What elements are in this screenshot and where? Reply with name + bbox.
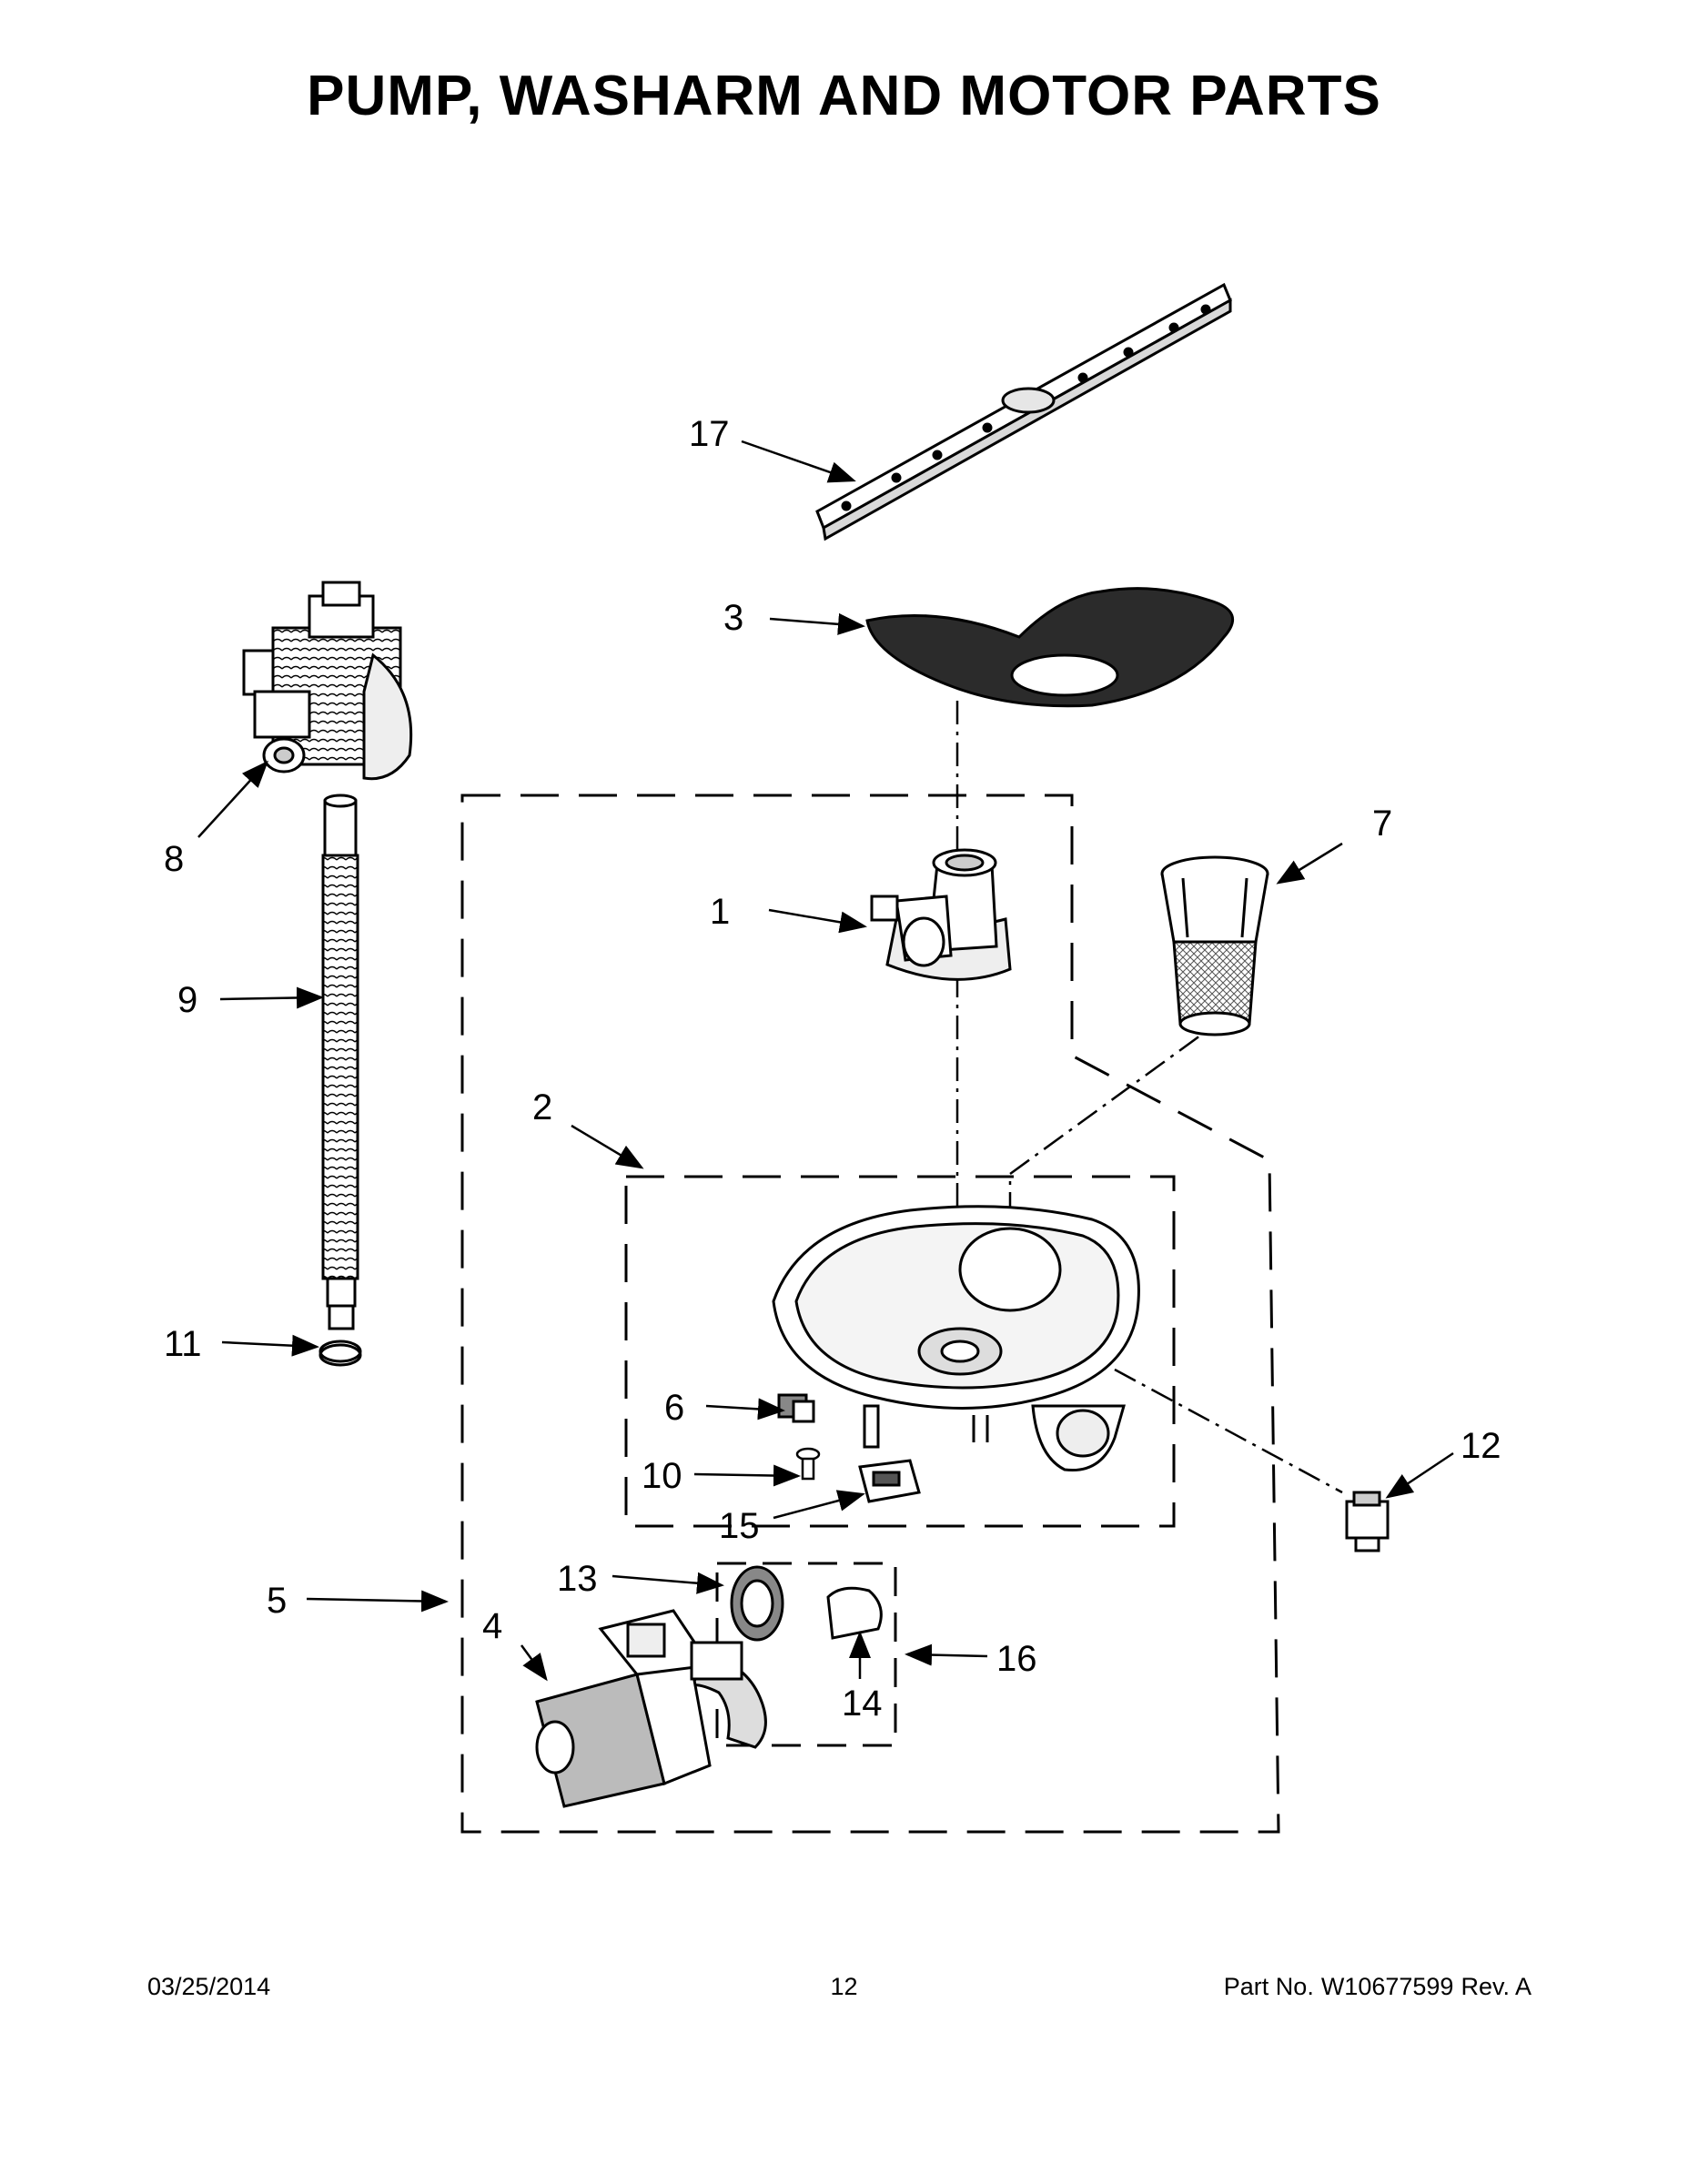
callout-leaders — [197, 440, 1454, 1682]
callout-7: 7 — [1372, 804, 1392, 844]
drain-pump — [242, 581, 413, 781]
footer-page-number: 12 — [830, 1973, 858, 2000]
mounting-bracket — [777, 1393, 815, 1423]
filter-basket — [1160, 855, 1269, 1036]
wash-motor — [535, 1609, 743, 1808]
sump-assembly — [772, 1205, 1140, 1472]
callout-3: 3 — [723, 598, 743, 638]
callout-1: 1 — [710, 892, 730, 932]
callout-9: 9 — [177, 980, 197, 1020]
callout-12: 12 — [1461, 1426, 1501, 1466]
callout-8: 8 — [164, 839, 184, 879]
drain-hose — [321, 794, 359, 1330]
footer-revision: Rev. A — [1461, 1973, 1531, 2000]
callout-2: 2 — [532, 1087, 552, 1127]
callout-16: 16 — [996, 1639, 1037, 1679]
callout-17: 17 — [689, 414, 730, 454]
assembly-outline-2 — [624, 1175, 1176, 1528]
spray-arm — [815, 282, 1232, 541]
retaining-clip — [858, 1459, 921, 1503]
page-title: PUMP, WASHARM AND MOTOR PARTS — [307, 65, 1381, 127]
callout-13: 13 — [557, 1559, 598, 1599]
filter-cover-shield — [865, 587, 1234, 708]
callout-6: 6 — [664, 1388, 684, 1428]
callout-10: 10 — [642, 1456, 682, 1496]
footer-date: 03/25/2014 — [147, 1973, 271, 2000]
callout-11: 11 — [164, 1324, 202, 1364]
pump-housing — [870, 848, 1012, 981]
footer-part-label: Part No. — [1223, 1973, 1314, 2000]
hose-clamp-ring — [318, 1340, 362, 1367]
screw — [795, 1447, 821, 1481]
footer-part-number: W10677599 — [1320, 1973, 1454, 2000]
assembly-outline-5 — [460, 794, 1280, 1834]
callout-14: 14 — [842, 1684, 883, 1724]
footer-part-info: Part No.W10677599 Rev. A — [1217, 1973, 1531, 2001]
callout-4: 4 — [482, 1606, 502, 1646]
pump-seal — [730, 1565, 784, 1642]
callout-15: 15 — [719, 1506, 760, 1546]
callout-5: 5 — [267, 1581, 287, 1621]
turbidity-sensor — [1345, 1491, 1390, 1552]
